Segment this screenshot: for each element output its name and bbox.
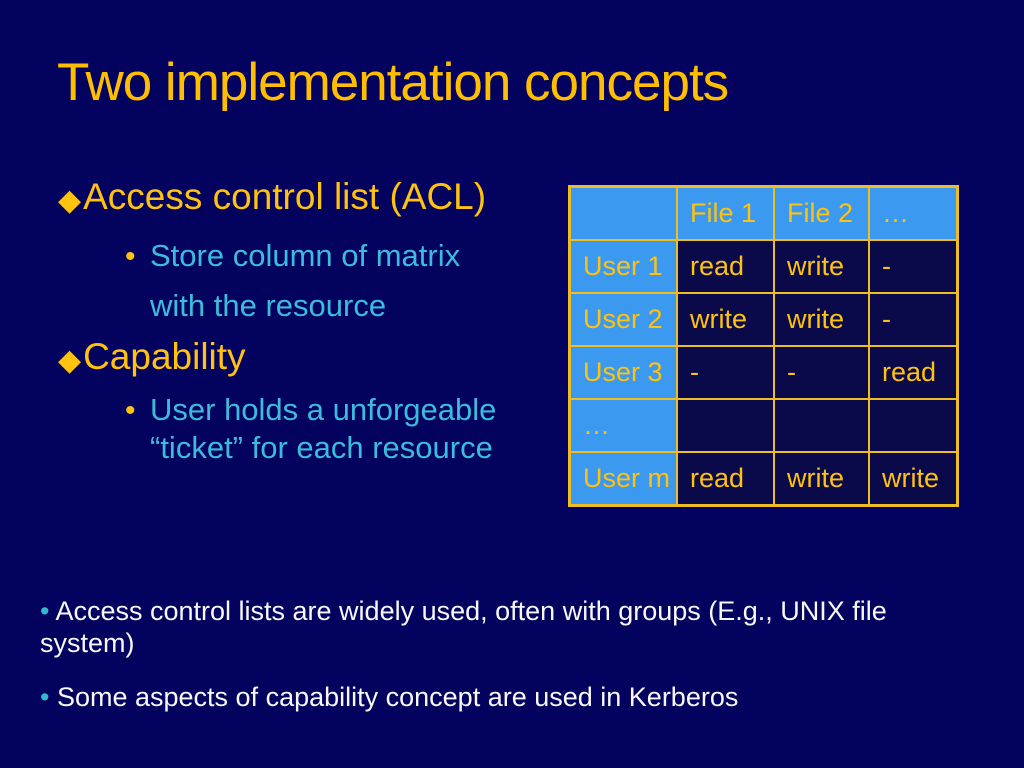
table-cell: write bbox=[676, 292, 775, 347]
row-label: User 1 bbox=[568, 239, 678, 294]
diamond-bullet-icon: ◆ bbox=[58, 183, 82, 219]
table-row: … bbox=[568, 398, 959, 453]
table-cell: write bbox=[773, 239, 870, 294]
bullet-acl-subline-1: Store column of matrix bbox=[150, 238, 460, 274]
bullet-capability-subline-2: “ticket” for each resource bbox=[150, 430, 493, 466]
note-acl-text: Access control lists are widely used, of… bbox=[40, 596, 887, 658]
note-kerberos-text: Some aspects of capability concept are u… bbox=[56, 681, 739, 712]
table-cell: write bbox=[773, 292, 870, 347]
bullet-capability-subline-1: User holds a unforgeable bbox=[150, 392, 496, 428]
note-bullet-icon: • bbox=[40, 681, 50, 712]
table-cell: read bbox=[676, 239, 775, 294]
diamond-bullet-icon: ◆ bbox=[58, 343, 82, 379]
access-matrix-table: File 1 File 2 … User 1 read write - User… bbox=[568, 185, 959, 507]
table-cell bbox=[676, 398, 775, 453]
table-cell bbox=[868, 398, 959, 453]
slide-title: Two implementation concepts bbox=[57, 53, 729, 112]
header-cell-file2: File 2 bbox=[773, 185, 870, 241]
sub-text: Store column of matrix bbox=[150, 238, 461, 273]
header-cell-file1: File 1 bbox=[676, 185, 775, 241]
table-cell: - bbox=[773, 345, 870, 400]
bullet-acl: ◆Access control list (ACL) bbox=[58, 176, 486, 222]
round-bullet-icon: • bbox=[125, 240, 136, 273]
round-bullet-icon: • bbox=[125, 394, 136, 427]
table-cell: write bbox=[773, 451, 870, 507]
table-cell: - bbox=[868, 292, 959, 347]
row-label: User m bbox=[568, 451, 678, 507]
sub-text: with the resource bbox=[150, 288, 387, 323]
table-cell bbox=[773, 398, 870, 453]
header-cell-empty bbox=[568, 185, 678, 241]
bullet-capability: ◆Capability bbox=[58, 336, 246, 382]
table-row: User 3 - - read bbox=[568, 345, 959, 400]
bullet-capability-label: Capability bbox=[83, 336, 246, 377]
table-row: User 1 read write - bbox=[568, 239, 959, 294]
note-bullet-icon: • bbox=[40, 596, 50, 626]
row-label-ellipsis: … bbox=[568, 398, 678, 453]
note-kerberos: • Some aspects of capability concept are… bbox=[40, 682, 975, 714]
table-cell: write bbox=[868, 451, 959, 507]
table-header-row: File 1 File 2 … bbox=[568, 185, 959, 241]
table-row: User m read write write bbox=[568, 451, 959, 507]
bullet-acl-subline-2: with the resource bbox=[150, 288, 386, 324]
row-label: User 3 bbox=[568, 345, 678, 400]
row-label: User 2 bbox=[568, 292, 678, 347]
table-cell: read bbox=[868, 345, 959, 400]
sub-text: “ticket” for each resource bbox=[150, 430, 493, 465]
table-row: User 2 write write - bbox=[568, 292, 959, 347]
table-cell: read bbox=[676, 451, 775, 507]
header-cell-ellipsis: … bbox=[868, 185, 959, 241]
note-acl: • Access control lists are widely used, … bbox=[40, 596, 975, 660]
bullet-acl-label: Access control list (ACL) bbox=[83, 176, 487, 217]
sub-text: User holds a unforgeable bbox=[150, 392, 497, 427]
table-cell: - bbox=[868, 239, 959, 294]
table-cell: - bbox=[676, 345, 775, 400]
notes-section: • Access control lists are widely used, … bbox=[40, 596, 975, 736]
